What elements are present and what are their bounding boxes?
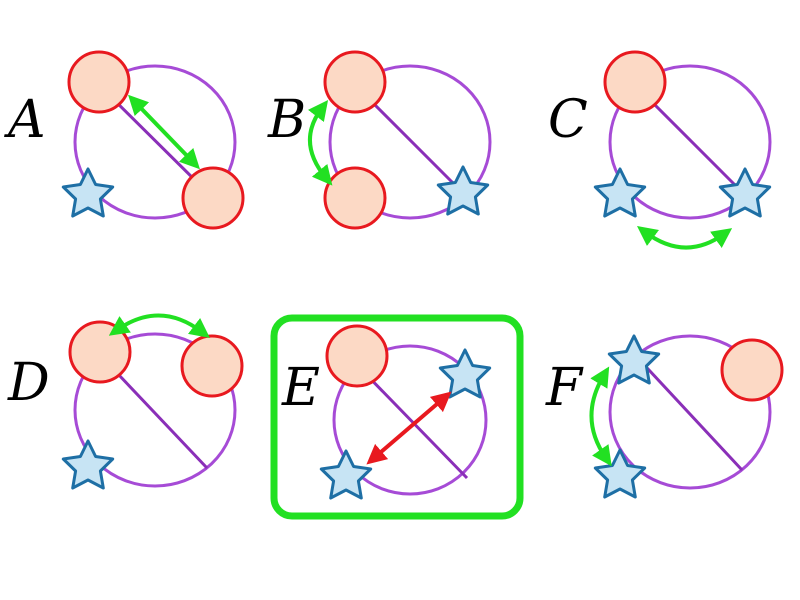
panel-b: B bbox=[267, 50, 492, 230]
star-token bbox=[319, 449, 373, 500]
circle-token bbox=[720, 338, 784, 402]
swap-arrow bbox=[636, 226, 733, 250]
highlight-frame bbox=[270, 314, 524, 520]
panel-e: E bbox=[281, 324, 492, 500]
circle-token bbox=[180, 334, 244, 398]
panel-letter: A bbox=[4, 90, 46, 150]
panel-a: A bbox=[4, 50, 245, 230]
swap-arrow bbox=[589, 366, 612, 467]
swap-arrow bbox=[128, 94, 200, 170]
circle-token bbox=[323, 166, 387, 230]
ring bbox=[608, 64, 772, 220]
star-token bbox=[593, 167, 647, 218]
panel-letter: F bbox=[545, 358, 584, 418]
circle-token bbox=[67, 50, 131, 114]
panel-d: D bbox=[7, 313, 244, 490]
ring bbox=[73, 64, 237, 220]
star-token bbox=[607, 334, 661, 385]
panel-c: C bbox=[548, 50, 772, 250]
ring bbox=[332, 344, 488, 496]
diameter bbox=[633, 353, 744, 472]
star-token bbox=[61, 167, 115, 218]
circle-token bbox=[603, 50, 667, 114]
star-token bbox=[593, 448, 647, 499]
swap-arrow bbox=[108, 313, 210, 339]
circle-token bbox=[323, 50, 387, 114]
panel-f: F bbox=[545, 334, 784, 499]
swap-arrow bbox=[307, 100, 333, 186]
panel-letter: B bbox=[267, 90, 306, 150]
panel-letter: D bbox=[7, 353, 50, 413]
circle-token bbox=[68, 320, 132, 384]
star-token bbox=[61, 439, 115, 490]
circle-token bbox=[325, 324, 389, 388]
panel-letter: C bbox=[548, 90, 588, 150]
swap-arrow bbox=[366, 391, 452, 465]
circle-token bbox=[181, 166, 245, 230]
panel-letter: E bbox=[281, 358, 320, 418]
